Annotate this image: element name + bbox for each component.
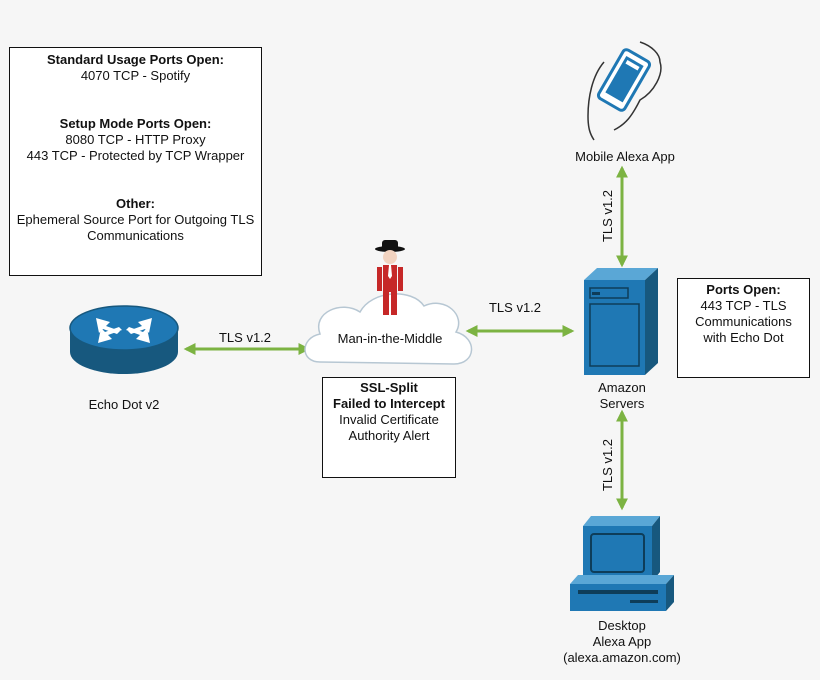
link-label-echo-mitm: TLS v1.2 — [218, 330, 272, 345]
ssl-failed-title: Failed to Intercept — [333, 396, 445, 411]
amazon-ports-title: Ports Open: — [706, 282, 781, 297]
attacker-icon — [375, 240, 405, 315]
desktop-label-line-2: Alexa App — [592, 634, 652, 649]
desktop-label-line-1: Desktop — [598, 618, 646, 633]
mobile-app-label: Mobile Alexa App — [575, 149, 675, 164]
amazon-label-line-1: Amazon — [598, 380, 646, 395]
echo-dot-label: Echo Dot v2 — [88, 397, 160, 412]
ssl-split-title: SSL-Split — [360, 380, 418, 395]
link-label-mitm-amazon: TLS v1.2 — [488, 300, 542, 315]
setup-port-line-1: 8080 TCP - HTTP Proxy — [65, 132, 206, 147]
link-label-amazon-desktop: TLS v1.2 — [600, 438, 615, 492]
ssl-line-2: Authority Alert — [348, 428, 430, 443]
router-icon — [69, 305, 179, 374]
amazon-ports-box: Ports Open: 443 TCP - TLS Communications… — [677, 278, 810, 378]
ssl-split-box: SSL-Split Failed to Intercept Invalid Ce… — [322, 377, 456, 478]
amazon-label-line-2: Servers — [599, 396, 645, 411]
other-title: Other: — [116, 196, 155, 211]
amazon-ports-line-3: with Echo Dot — [703, 330, 784, 345]
other-line-1: Ephemeral Source Port for Outgoing TLS — [16, 212, 255, 227]
mobile-hand-icon — [587, 41, 662, 141]
ssl-line-1: Invalid Certificate — [339, 412, 439, 427]
ports-info-box: Standard Usage Ports Open: 4070 TCP - Sp… — [9, 47, 262, 276]
amazon-ports-line-2: Communications — [695, 314, 792, 329]
link-label-amazon-mobile: TLS v1.2 — [600, 189, 615, 243]
other-line-2: Communications — [87, 228, 184, 243]
mitm-label: Man-in-the-Middle — [337, 331, 443, 346]
standard-port-line: 4070 TCP - Spotify — [80, 68, 191, 83]
amazon-ports-line-1: 443 TCP - TLS — [700, 298, 787, 313]
desktop-label-line-3: (alexa.amazon.com) — [563, 650, 681, 665]
server-icon — [584, 268, 658, 375]
amazon-servers-label: Amazon Servers — [572, 380, 672, 412]
desktop-app-label: Desktop Alexa App (alexa.amazon.com) — [552, 618, 692, 666]
desktop-computer-icon — [570, 516, 674, 611]
setup-port-line-2: 443 TCP - Protected by TCP Wrapper — [26, 148, 245, 163]
standard-ports-title: Standard Usage Ports Open: — [47, 52, 224, 67]
setup-ports-title: Setup Mode Ports Open: — [59, 116, 212, 131]
